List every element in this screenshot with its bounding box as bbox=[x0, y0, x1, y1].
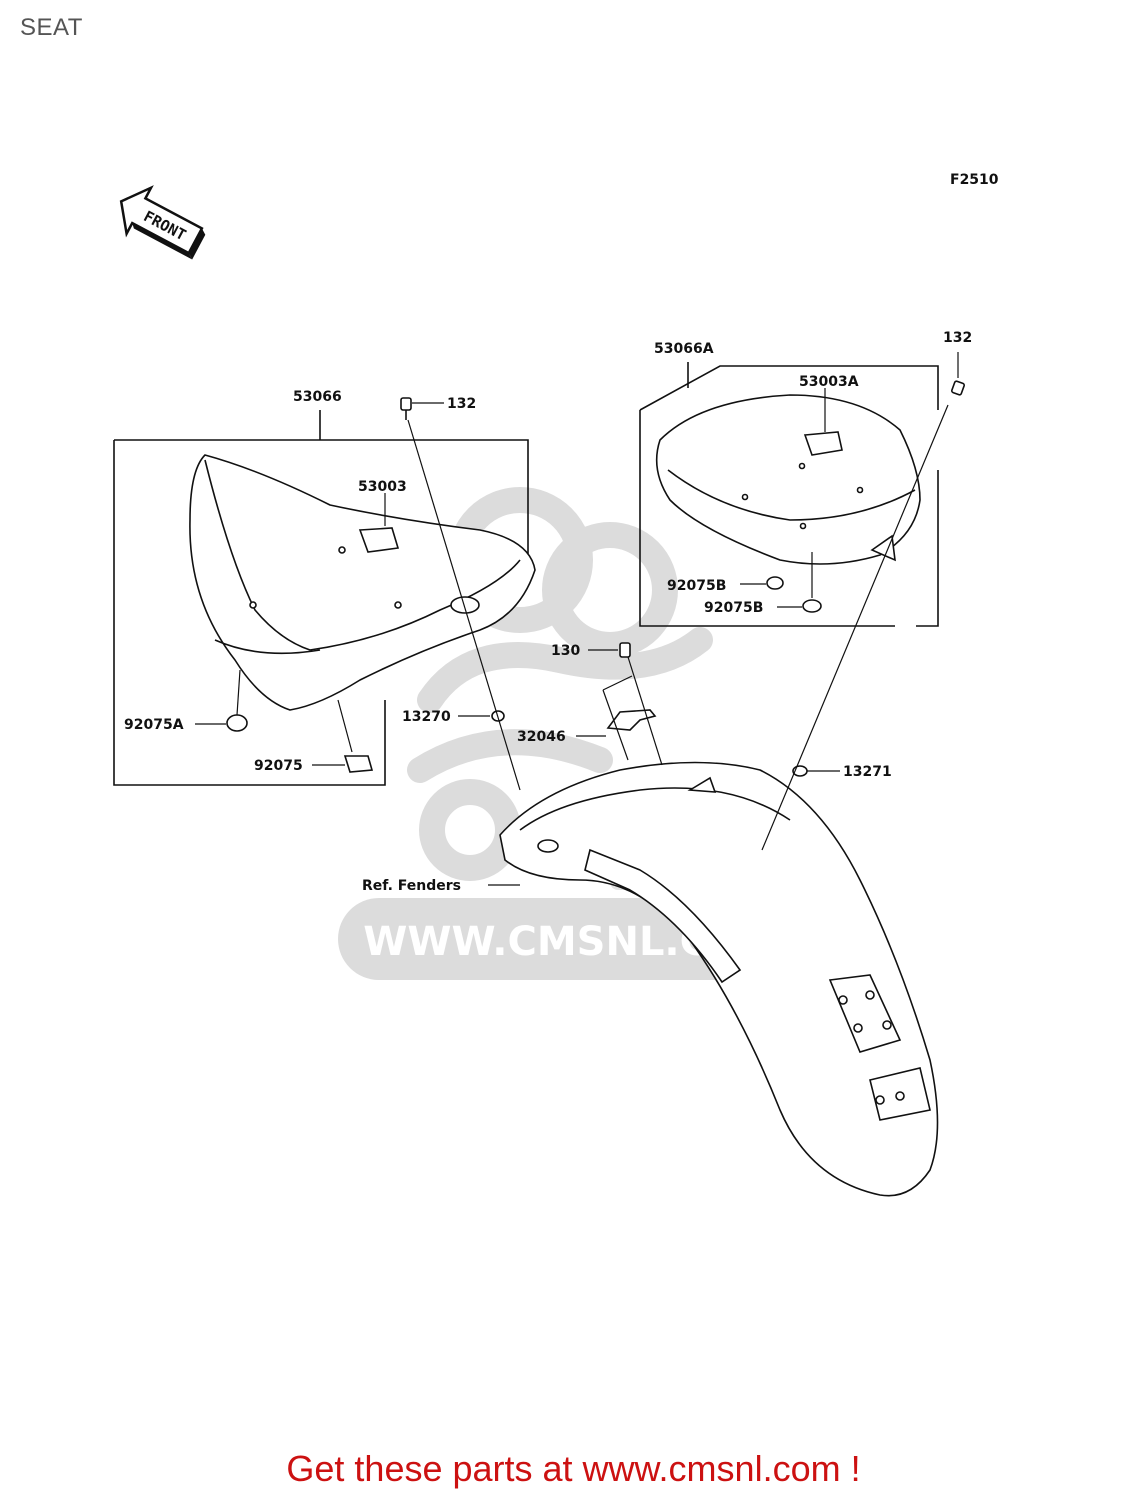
small-parts bbox=[226, 380, 965, 777]
label-92075b-2: 92075B bbox=[704, 600, 763, 616]
label-132-left: 132 bbox=[447, 396, 476, 412]
label-132-right: 132 bbox=[943, 330, 972, 346]
label-92075: 92075 bbox=[254, 758, 303, 774]
label-13271: 13271 bbox=[843, 764, 892, 780]
label-53003: 53003 bbox=[358, 479, 407, 495]
page-title: SEAT bbox=[20, 14, 83, 41]
part-labels: 53066 132 53003 53066A 132 53003A 92075B… bbox=[124, 330, 972, 894]
label-92075b-1: 92075B bbox=[667, 578, 726, 594]
footer-link[interactable]: Get these parts at www.cmsnl.com ! bbox=[286, 1448, 861, 1489]
label-53066a: 53066A bbox=[654, 341, 714, 357]
label-ref-fenders: Ref. Fenders bbox=[362, 878, 461, 894]
passenger-seat-group bbox=[639, 362, 939, 627]
label-13270: 13270 bbox=[402, 709, 451, 725]
label-53066: 53066 bbox=[293, 389, 342, 405]
rider-seat-illustration bbox=[189, 454, 536, 711]
leader-lines bbox=[195, 352, 959, 886]
rider-seat-group bbox=[113, 410, 529, 786]
rear-fender-illustration bbox=[499, 761, 939, 1197]
figure-code: F2510 bbox=[950, 172, 999, 188]
passenger-seat-illustration bbox=[655, 394, 921, 565]
label-92075a: 92075A bbox=[124, 717, 184, 733]
label-53003a: 53003A bbox=[799, 374, 859, 390]
label-32046: 32046 bbox=[517, 729, 566, 745]
front-arrow-icon: FRONT bbox=[119, 185, 206, 260]
label-130: 130 bbox=[551, 643, 580, 659]
